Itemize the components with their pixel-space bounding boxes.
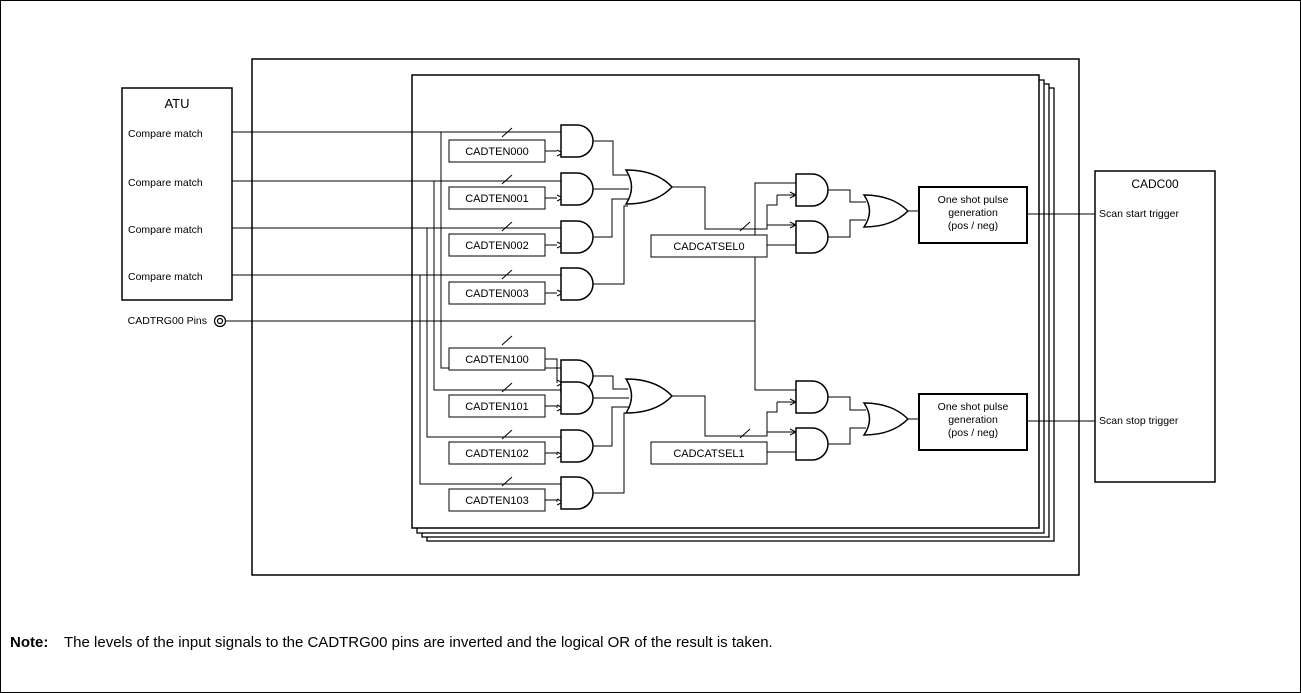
atu-box	[121, 87, 233, 301]
scan-stop-trigger-label: Scan stop trigger	[1099, 415, 1179, 427]
signal-wires	[226, 131, 1095, 494]
and-gate	[560, 220, 594, 254]
cadtrg-pins-label: CADTRG00 Pins	[128, 315, 207, 327]
and-gate	[795, 380, 829, 414]
or-gate-stop	[862, 402, 910, 436]
and-gate	[795, 427, 829, 461]
cadten103-label: CADTEN103	[465, 495, 529, 507]
pulse-generator-stop-line-3: (pos / neg)	[948, 427, 998, 439]
and-gate	[560, 381, 594, 415]
cadc-box	[1094, 170, 1216, 483]
atu-signal-1: Compare match	[128, 177, 203, 189]
and-gate	[560, 429, 594, 463]
pulse-generator-stop-line-2: generation	[948, 414, 998, 426]
enable-register-boxes	[448, 139, 546, 512]
cadten102-label: CADTEN102	[465, 448, 529, 460]
note-text: The levels of the input signals to the C…	[64, 634, 773, 651]
or-gate-start	[862, 194, 910, 228]
and-gate	[560, 476, 594, 510]
and-gate	[795, 173, 829, 207]
cadcatsel0-box	[650, 234, 768, 258]
pulse-generator-start-line-1: One shot pulse	[938, 194, 1009, 206]
or-gate-upper	[624, 169, 674, 205]
pin-icon	[213, 314, 227, 328]
note: Note: The levels of the input signals to …	[10, 634, 773, 651]
atu-signal-3: Compare match	[128, 271, 203, 283]
cadten101-label: CADTEN101	[465, 401, 529, 413]
enable-register-connectors	[501, 127, 751, 502]
cadcatsel0-label: CADCATSEL0	[673, 241, 744, 253]
atu-signal-2: Compare match	[128, 224, 203, 236]
cadten000-label: CADTEN000	[465, 146, 529, 158]
cadten001-label: CADTEN001	[465, 193, 529, 205]
and-gate	[795, 220, 829, 254]
pulse-generator-start-line-3: (pos / neg)	[948, 220, 998, 232]
cadten100-label: CADTEN100	[465, 354, 529, 366]
cadten002-label: CADTEN002	[465, 240, 529, 252]
cadcatsel1-box	[650, 441, 768, 465]
cadten003-label: CADTEN003	[465, 288, 529, 300]
atu-title: ATU	[164, 96, 189, 111]
and-gate	[560, 172, 594, 206]
pulse-generator-stop-box	[918, 393, 1028, 451]
pulse-generator-stop-line-1: One shot pulse	[938, 401, 1009, 413]
and-gate	[560, 124, 594, 158]
pulse-generator-start-box	[918, 186, 1028, 244]
or-gate-lower	[624, 378, 674, 414]
pulse-generator-start-line-2: generation	[948, 207, 998, 219]
atu-signal-0: Compare match	[128, 128, 203, 140]
and-gate	[560, 267, 594, 301]
or-gates	[624, 169, 910, 436]
note-label: Note:	[10, 634, 49, 651]
scan-start-trigger-label: Scan start trigger	[1099, 208, 1179, 220]
cadc-title: CADC00	[1131, 177, 1179, 191]
cadcatsel1-label: CADCATSEL1	[673, 448, 744, 460]
